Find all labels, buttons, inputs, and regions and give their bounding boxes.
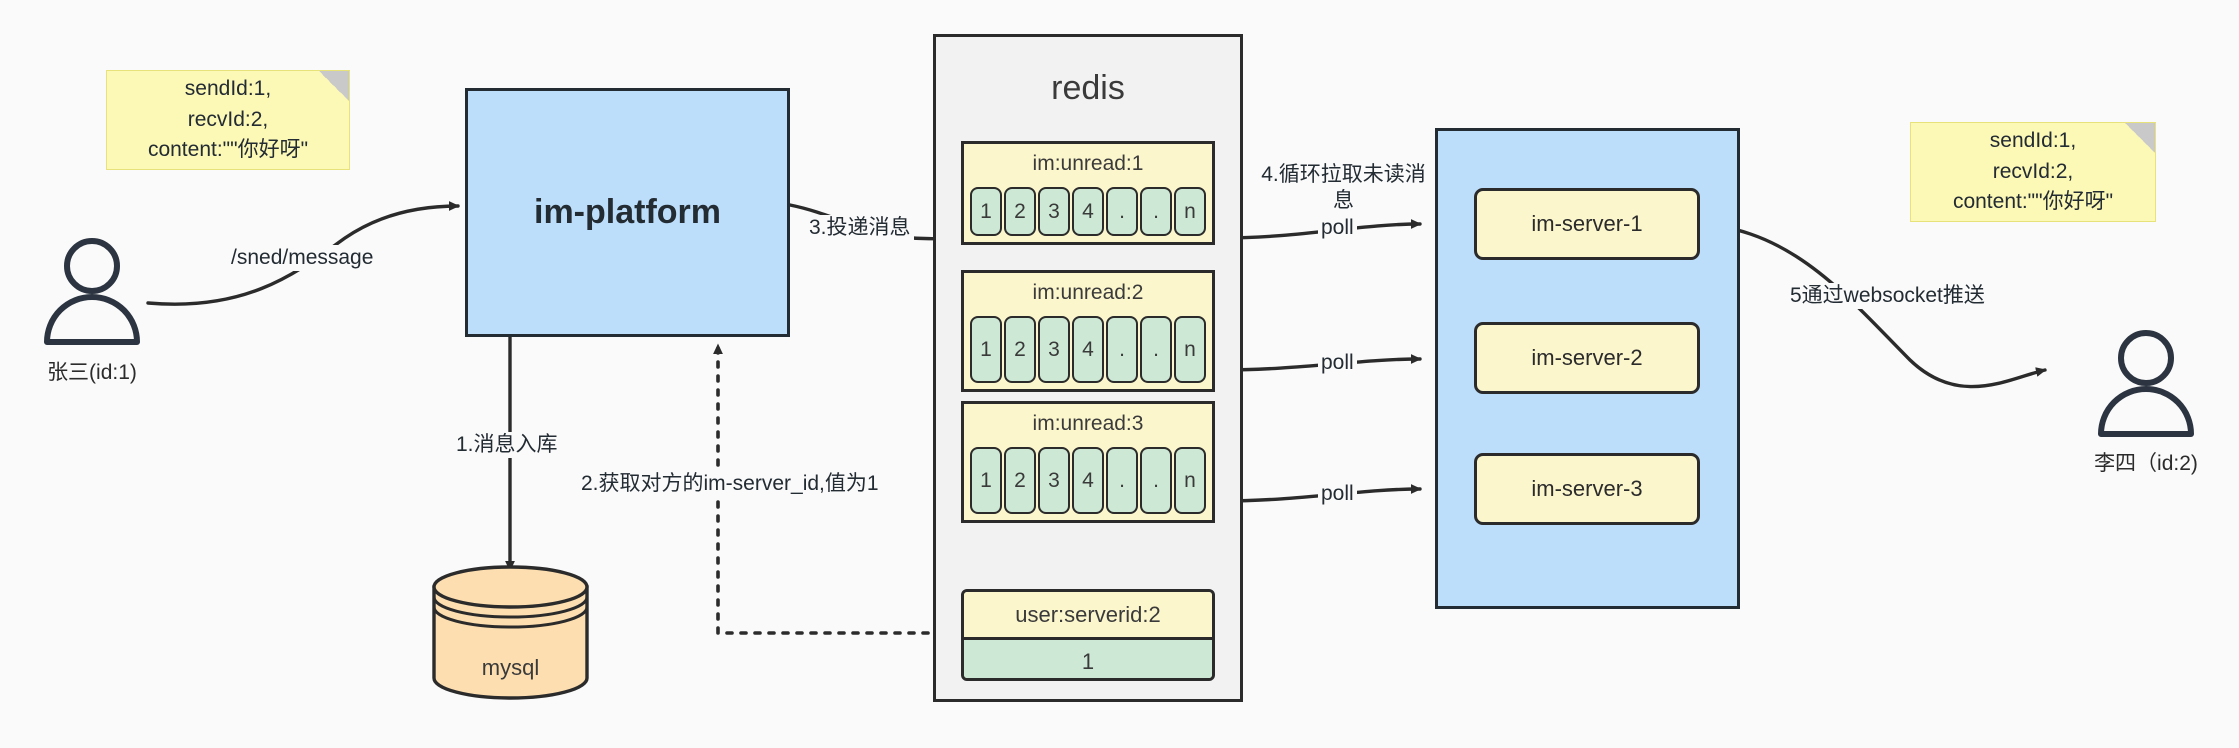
edge-label-poll-2: poll <box>1318 350 1357 377</box>
note-right-payload: sendId:1, recvId:2, content:""你好呀" <box>1910 122 2156 222</box>
im-server-1-label: im-server-1 <box>1531 211 1643 236</box>
edge-label-step3: 3.投递消息 <box>806 215 914 242</box>
list-cell: 1 <box>970 316 1002 383</box>
note-right-text: sendId:1, recvId:2, content:""你好呀" <box>1952 129 2114 214</box>
redis-list-2[interactable]: im:unread:2 1 2 3 4 . . n <box>961 270 1215 392</box>
list-cell: . <box>1140 316 1172 383</box>
edge-label-step1: 1.消息入库 <box>453 432 561 459</box>
avatar-sender <box>44 238 140 345</box>
redis-list-1[interactable]: im:unread:1 1 2 3 4 . . n <box>961 141 1215 245</box>
edge-label-send-message: /sned/message <box>228 245 377 272</box>
edge-label-poll-3: poll <box>1318 481 1357 508</box>
list-cell: . <box>1140 187 1172 236</box>
list-cell: 4 <box>1072 316 1104 383</box>
redis-entry-key: user:serverid:2 <box>964 592 1212 637</box>
list-cell: n <box>1174 447 1206 514</box>
avatar-receiver <box>2098 330 2194 437</box>
im-platform-box[interactable]: im-platform <box>465 88 790 337</box>
list-cell: . <box>1140 447 1172 514</box>
edge-label-step2: 2.获取对方的im-server_id,值为1 <box>578 471 882 498</box>
list-cell: 1 <box>970 187 1002 236</box>
list-cell: 3 <box>1038 447 1070 514</box>
note-left-text: sendId:1, recvId:2, content:""你好呀" <box>147 77 309 162</box>
note-fold-icon <box>319 71 349 101</box>
mysql-cylinder[interactable] <box>428 565 593 700</box>
edge-label-step5: 5通过websocket推送 <box>1787 283 1988 310</box>
im-server-2-label: im-server-2 <box>1531 345 1643 370</box>
mysql-label: mysql <box>481 655 540 680</box>
edge-label-poll-1: poll <box>1318 215 1357 242</box>
note-left-payload: sendId:1, recvId:2, content:""你好呀" <box>106 70 350 170</box>
avatar-sender-label: 张三(id:1) <box>47 361 137 384</box>
list-cell: . <box>1106 187 1138 236</box>
redis-list-2-key: im:unread:2 <box>1032 281 1144 304</box>
redis-title: redis <box>933 62 1243 114</box>
im-server-2-box[interactable]: im-server-2 <box>1474 322 1700 394</box>
list-cell: n <box>1174 316 1206 383</box>
im-platform-label: im-platform <box>534 193 721 231</box>
im-server-3-label: im-server-3 <box>1531 476 1643 501</box>
redis-list-1-key: im:unread:1 <box>1032 152 1144 175</box>
im-server-1-box[interactable]: im-server-1 <box>1474 188 1700 260</box>
list-cell: 3 <box>1038 316 1070 383</box>
redis-list-3[interactable]: im:unread:3 1 2 3 4 . . n <box>961 401 1215 523</box>
redis-list-1-cells: 1 2 3 4 . . n <box>970 187 1206 236</box>
list-cell: 2 <box>1004 187 1036 236</box>
list-cell: 2 <box>1004 316 1036 383</box>
redis-entry-value: 1 <box>964 637 1212 678</box>
list-cell: 1 <box>970 447 1002 514</box>
list-cell: 3 <box>1038 187 1070 236</box>
redis-list-2-cells: 1 2 3 4 . . n <box>970 316 1206 383</box>
redis-list-3-key: im:unread:3 <box>1032 412 1144 435</box>
edge-label-step4: 4.循环拉取未读消 息 <box>1258 162 1429 215</box>
redis-entry-user-serverid[interactable]: user:serverid:2 1 <box>961 589 1215 681</box>
list-cell: . <box>1106 316 1138 383</box>
avatar-receiver-label: 李四（id:2) <box>2094 452 2198 475</box>
redis-list-3-cells: 1 2 3 4 . . n <box>970 447 1206 514</box>
list-cell: 4 <box>1072 447 1104 514</box>
list-cell: . <box>1106 447 1138 514</box>
list-cell: 2 <box>1004 447 1036 514</box>
redis-title-text: redis <box>1051 68 1125 107</box>
list-cell: n <box>1174 187 1206 236</box>
note-fold-icon <box>2125 123 2155 153</box>
list-cell: 4 <box>1072 187 1104 236</box>
im-server-3-box[interactable]: im-server-3 <box>1474 453 1700 525</box>
